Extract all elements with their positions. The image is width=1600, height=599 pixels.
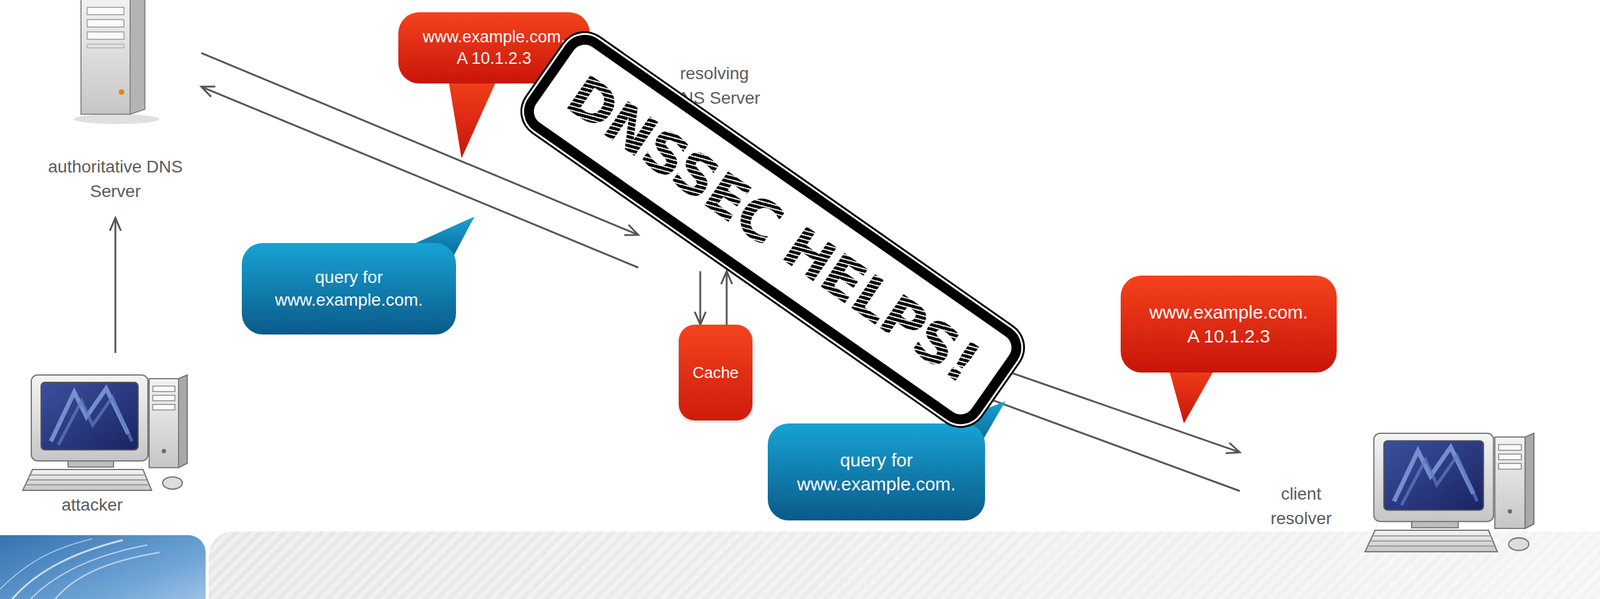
callout-content: www.example.com. A 10.1.2.3 — [1120, 275, 1337, 373]
flow-arrow — [114, 217, 117, 353]
attacker-computer — [22, 374, 188, 491]
callout-text: query for www.example.com. — [257, 266, 442, 312]
flow-arrow — [726, 271, 728, 325]
callout-shape — [241, 243, 457, 335]
computer-node: client resolver — [1239, 423, 1559, 565]
callout-text: www.example.com. A 10.1.2.3 — [419, 26, 570, 70]
query-callout: query for www.example.com. — [767, 423, 986, 521]
footer-swirl — [0, 535, 206, 599]
computer-node: attacker — [12, 352, 215, 522]
flow-arrow — [699, 271, 702, 325]
query-callout: query for www.example.com. — [241, 243, 457, 335]
stamp-text: DNSSEC HELPS! — [557, 66, 989, 393]
callout-tail — [447, 73, 500, 159]
node-label: authoritative DNS Server — [29, 154, 202, 204]
callout-shape — [767, 423, 986, 521]
answer-callout: www.example.com. A 10.1.2.3 — [1120, 275, 1337, 373]
server-icon — [73, 0, 160, 124]
callout-text: query for www.example.com. — [781, 448, 972, 496]
callout-text: www.example.com. A 10.1.2.3 — [1145, 300, 1313, 348]
callout-shape — [1120, 275, 1337, 373]
node-label: client resolver — [1252, 481, 1351, 531]
stamp: DNSSEC HELPS! — [514, 25, 1031, 434]
callout-content: query for www.example.com. — [241, 243, 457, 335]
cache-box: Cache — [678, 324, 753, 421]
node-label: attacker — [12, 492, 172, 518]
callout-body — [767, 423, 986, 521]
callout-body — [241, 243, 457, 335]
client-computer — [1364, 433, 1534, 552]
box-text: Cache — [692, 363, 739, 383]
callout-content: query for www.example.com. — [767, 423, 986, 521]
server-node: authoritative DNS Server — [29, 0, 202, 218]
callout-body — [1120, 275, 1337, 373]
